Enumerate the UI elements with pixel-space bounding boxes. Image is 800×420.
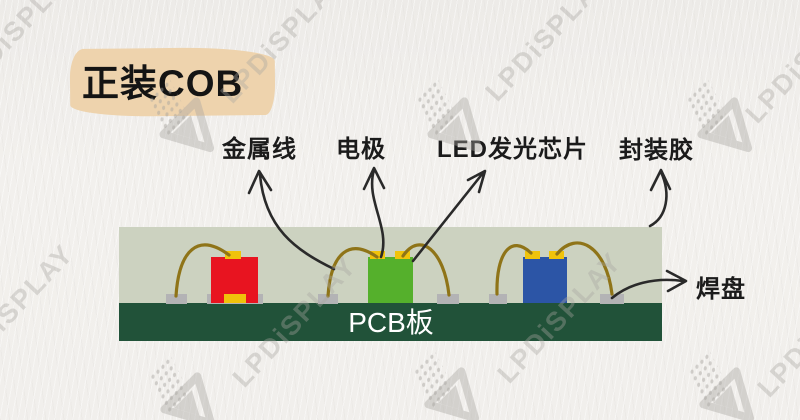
solder-pad xyxy=(166,294,187,304)
electrode-pad xyxy=(225,251,241,259)
arrow-encapsulant xyxy=(648,168,672,228)
pcb-board-label: PCB板 xyxy=(348,307,434,338)
label-encapsulant: 封装胶 xyxy=(619,137,694,164)
electrode-pad xyxy=(525,251,540,259)
label-led-chip: LED发光芯片 xyxy=(437,136,588,163)
title-block: 正装COB xyxy=(69,46,276,118)
electrode-pad xyxy=(224,294,246,303)
bond-wires xyxy=(174,241,614,298)
arrow-led-chip xyxy=(411,169,487,263)
bond-wire xyxy=(401,243,451,297)
arrow-electrode xyxy=(362,166,386,259)
callout-arrows xyxy=(247,166,688,300)
bond-wire xyxy=(495,244,533,296)
arrow-metal-wire xyxy=(247,169,336,271)
solder-pad xyxy=(318,294,338,304)
label-metal-wire: 金属线 xyxy=(222,136,297,163)
label-solder-pad: 焊盘 xyxy=(696,276,746,303)
title-highlight: 正装COB xyxy=(69,46,276,118)
electrode-pad xyxy=(370,251,385,259)
bond-wire xyxy=(326,247,379,298)
bond-wire xyxy=(174,243,231,298)
led-chip-green xyxy=(368,257,413,303)
solder-pad xyxy=(489,294,507,304)
solder-pad xyxy=(437,294,459,304)
pcb-board xyxy=(119,303,662,341)
label-electrode: 电极 xyxy=(336,136,386,163)
bond-wire xyxy=(555,241,614,296)
arrow-solder-pad xyxy=(610,269,688,300)
page-title: 正装COB xyxy=(81,63,244,105)
led-chip-blue xyxy=(523,257,567,303)
